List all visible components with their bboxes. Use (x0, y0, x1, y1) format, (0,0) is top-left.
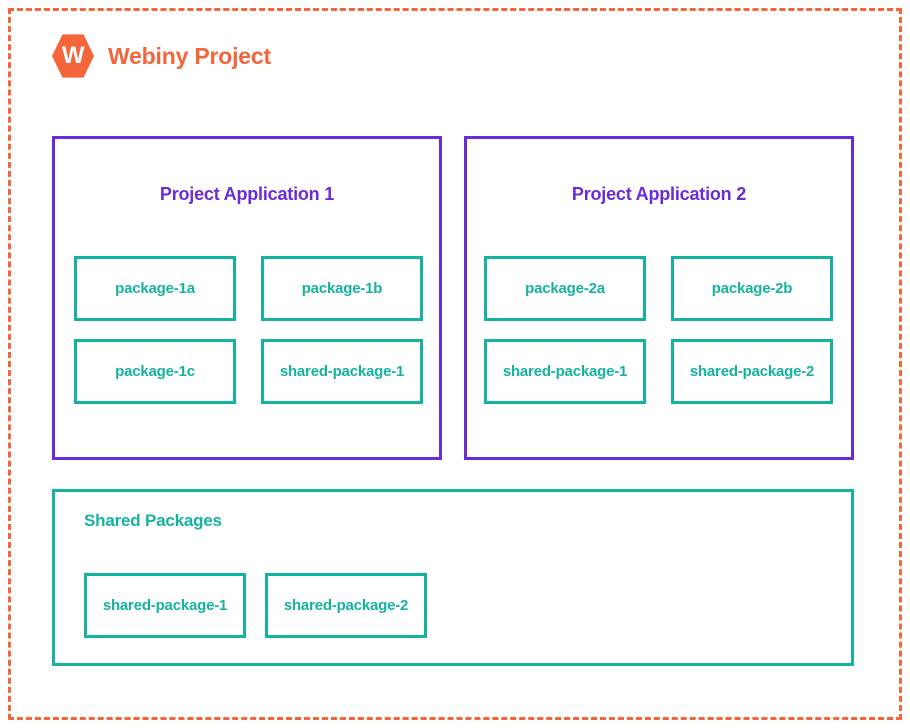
shared-packages-title: Shared Packages (84, 511, 222, 530)
shared-packages-grid: shared-package-1 shared-package-2 (84, 573, 427, 638)
package-box: package-2b (671, 256, 833, 321)
package-box: shared-package-1 (261, 339, 423, 404)
package-box: package-1c (74, 339, 236, 404)
project-application-1-title: Project Application 1 (159, 184, 335, 204)
package-box: package-1a (74, 256, 236, 321)
project-application-2-title: Project Application 2 (571, 184, 747, 204)
logo-letter: W (61, 42, 85, 69)
project-application-1-package-grid: package-1a package-1b package-1c shared-… (74, 256, 423, 404)
project-application-2-package-grid: package-2a package-2b shared-package-1 s… (484, 256, 833, 404)
package-box: shared-package-1 (84, 573, 246, 638)
project-application-1-container: Project Application 1 package-1a package… (52, 136, 442, 460)
page-title: Webiny Project (108, 42, 271, 69)
package-box: shared-package-2 (265, 573, 427, 638)
package-box: package-2a (484, 256, 646, 321)
package-box: shared-package-2 (671, 339, 833, 404)
project-application-2-container: Project Application 2 package-2a package… (464, 136, 854, 460)
shared-packages-container: Shared Packages shared-package-1 shared-… (52, 489, 854, 666)
package-box: package-1b (261, 256, 423, 321)
webiny-hexagon-logo-icon: W (52, 33, 94, 79)
project-header: W Webiny Project (52, 33, 271, 79)
package-box: shared-package-1 (484, 339, 646, 404)
project-boundary (8, 8, 902, 720)
